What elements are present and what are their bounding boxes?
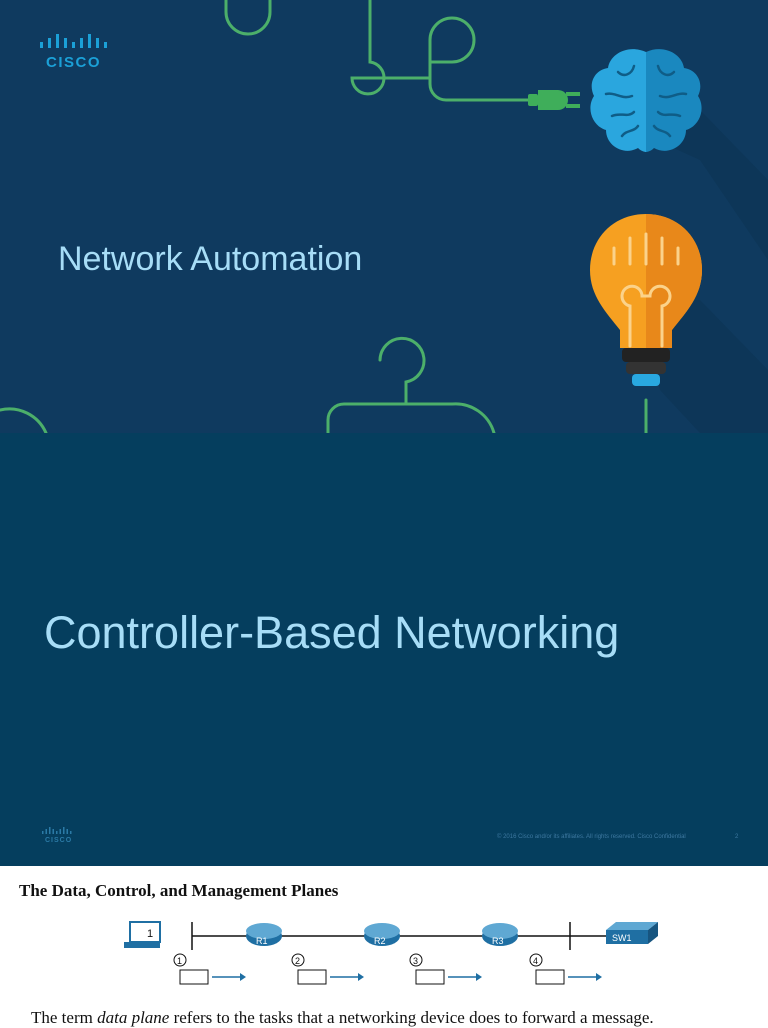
- packet-step-1: 1: [173, 953, 246, 985]
- packet-step-4: 4: [529, 953, 602, 985]
- svg-text:4: 4: [533, 956, 538, 966]
- router-label-r2: R2: [374, 936, 386, 946]
- section-slide: Controller-Based Networking CISCO © 2016…: [0, 433, 768, 866]
- body-text-start: The term: [31, 1008, 98, 1027]
- switch-label-sw1: SW1: [612, 933, 632, 943]
- pc-icon: 1: [124, 921, 161, 948]
- router-label-r1: R1: [256, 936, 268, 946]
- slide-footer: © 2016 Cisco and/or its affiliates. All …: [497, 834, 686, 840]
- router-icon: R3: [482, 923, 518, 946]
- svg-text:1: 1: [177, 956, 182, 966]
- section-heading: The Data, Control, and Management Planes: [19, 881, 339, 900]
- cisco-logo-icon: [42, 827, 72, 834]
- plug-icon: [528, 90, 580, 110]
- packet-step-3: 3: [409, 953, 482, 985]
- title-slide: CISCO Network Automation: [0, 0, 768, 433]
- router-icon: R2: [364, 923, 400, 946]
- slide-page-number: 2: [735, 834, 739, 840]
- body-paragraph: The term data plane refers to the tasks …: [31, 1008, 654, 1028]
- switch-icon: SW1: [606, 922, 658, 944]
- svg-text:2: 2: [295, 956, 300, 966]
- data-plane-diagram: 1 R1 R2 R3 SW1 1: [124, 921, 658, 985]
- lightbulb-icon: [590, 214, 702, 386]
- router-icon: R1: [246, 923, 282, 946]
- cisco-wordmark: CISCO: [46, 54, 102, 71]
- term-data-plane: data plane: [97, 1008, 170, 1027]
- cisco-wordmark-small: CISCO: [45, 837, 73, 844]
- document-section: The Data, Control, and Management Planes…: [0, 866, 768, 1027]
- packet-step-2: 2: [291, 953, 364, 985]
- body-text-end: refers to the tasks that a networking de…: [169, 1008, 654, 1027]
- slide-title-network-automation: Network Automation: [58, 240, 363, 278]
- brain-icon: [590, 49, 702, 152]
- cisco-logo-icon: [40, 34, 107, 48]
- slide-title-controller-based: Controller-Based Networking: [44, 607, 620, 658]
- svg-text:1: 1: [147, 928, 153, 940]
- router-label-r3: R3: [492, 936, 504, 946]
- svg-text:3: 3: [413, 956, 418, 966]
